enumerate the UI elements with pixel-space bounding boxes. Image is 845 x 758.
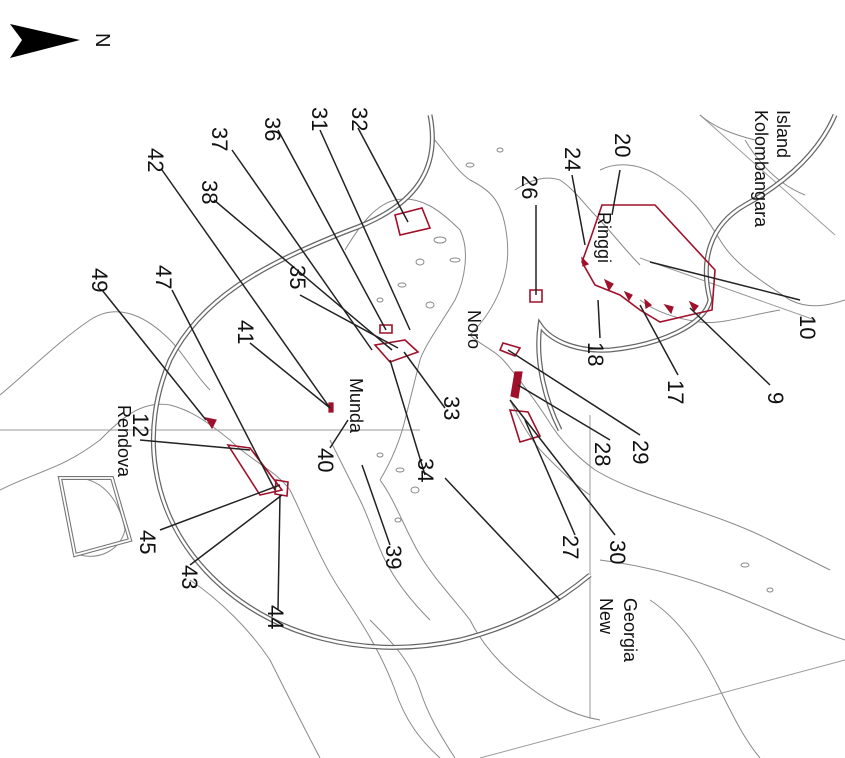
site-label-29: 29 — [628, 440, 653, 464]
site-label-40: 40 — [313, 448, 338, 472]
site-label-20: 20 — [610, 133, 635, 157]
leader-lines — [101, 127, 801, 611]
site-label-10: 10 — [795, 315, 820, 339]
site-label-24: 24 — [560, 147, 585, 171]
site-label-41: 41 — [233, 320, 258, 344]
site-label-17: 17 — [663, 380, 688, 404]
site-label-30: 30 — [605, 540, 630, 564]
site-label-47: 47 — [151, 265, 176, 289]
rendova-boundary — [57, 476, 133, 558]
site-label-37: 37 — [207, 127, 232, 151]
reef-islands — [376, 147, 774, 593]
coastline — [0, 114, 845, 758]
site-label-33: 33 — [439, 396, 464, 420]
site-label-36: 36 — [260, 117, 285, 141]
site-label-38: 38 — [197, 180, 222, 204]
range-ring-large — [150, 114, 592, 650]
site-label-34: 34 — [413, 458, 438, 482]
site-label-43: 43 — [177, 565, 202, 589]
site-label-26: 26 — [517, 175, 542, 199]
range-ring-small — [536, 114, 838, 432]
site-label-35: 35 — [285, 265, 310, 289]
north-label: N — [91, 33, 113, 47]
grid-lines — [0, 114, 845, 758]
place-rendova: Rendova — [114, 405, 134, 478]
site-label-28: 28 — [590, 442, 615, 466]
site-labels: 10 9 17 18 20 24 26 29 28 30 27 32 31 36… — [87, 107, 820, 629]
site-label-18: 18 — [583, 342, 608, 366]
place-ringgi: Ringgi — [594, 212, 614, 263]
site-label-12: 12 — [128, 413, 153, 437]
site-label-27: 27 — [558, 535, 583, 559]
site-label-49: 49 — [87, 268, 112, 292]
site-label-9: 9 — [763, 392, 788, 404]
place-noro: Noro — [464, 310, 484, 349]
site-label-44: 44 — [263, 605, 288, 629]
site-label-32: 32 — [347, 107, 372, 131]
site-label-31: 31 — [307, 107, 332, 131]
north-arrow-icon — [10, 24, 80, 58]
place-munda: Munda — [346, 378, 366, 434]
site-label-42: 42 — [143, 148, 168, 172]
site-label-39: 39 — [381, 545, 406, 569]
site-label-45: 45 — [135, 530, 160, 554]
site-areas — [204, 204, 716, 497]
